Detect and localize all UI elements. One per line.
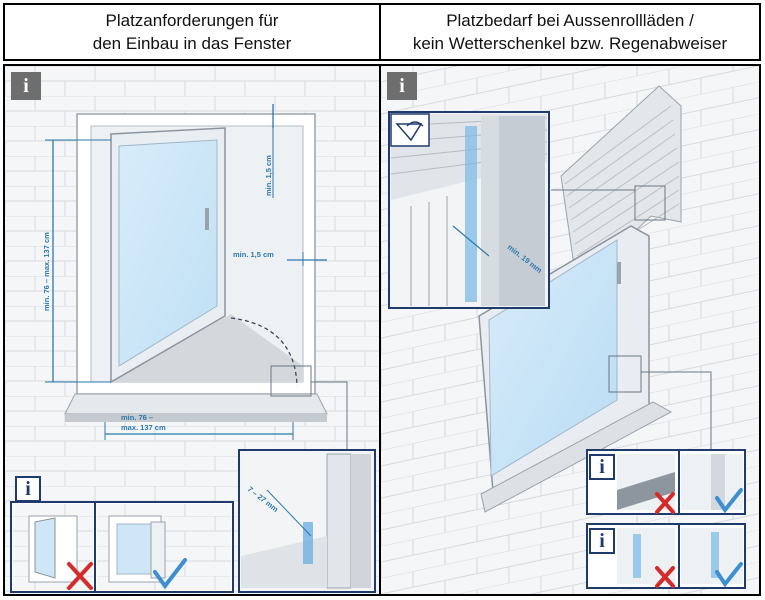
weather-bar — [617, 472, 675, 510]
right-small-info-icon-2: i — [589, 528, 615, 554]
right-illustration: min. 19 mm — [381, 66, 759, 594]
right-info-icon: i — [387, 72, 417, 100]
detail-gap-highlight — [303, 522, 313, 564]
top-gap-label: min. 1,5 cm — [264, 155, 273, 196]
right-header-line1: Platzbedarf bei Aussenrollläden / — [446, 11, 694, 30]
right-panel: min. 19 mm — [379, 64, 761, 596]
shutter-detail-marker — [634, 185, 666, 221]
left-check-icon — [153, 558, 187, 590]
sill-detail-marker — [608, 355, 642, 393]
right-header-line2: kein Wetterschenkel bzw. Regenabweiser — [412, 34, 728, 53]
right-cross-icon-2 — [655, 566, 675, 588]
side-gap-label: min. 1,5 cm — [233, 250, 274, 259]
left-small-info-icon: i — [15, 476, 41, 502]
swing-arc — [230, 317, 298, 387]
left-header-line2: den Einbau in das Fenster — [92, 34, 292, 53]
detail-marker — [270, 365, 312, 397]
left-cross-icon — [67, 562, 93, 590]
correct-sash — [116, 523, 154, 575]
detail-leader — [311, 381, 348, 450]
left-illustration: min. 76 – max. 137 cm min. 1,5 cm min. 1… — [5, 66, 379, 594]
wrong-sash — [34, 517, 56, 579]
window-handle-right — [617, 262, 621, 284]
shutter-gap-highlight — [465, 126, 477, 302]
window-glass — [488, 239, 618, 477]
detail-inset: 7 – 27 mm — [238, 449, 376, 593]
window-handle — [205, 208, 209, 230]
shutter-detail-inset: min. 19 mm — [388, 111, 550, 309]
shutter-slats — [564, 105, 680, 269]
width-dimension-label-2: max. 137 cm — [121, 423, 166, 432]
left-header: Platzanforderungen für den Einbau in das… — [3, 3, 381, 61]
right-cross-icon-1 — [655, 492, 675, 514]
reveal-floor — [109, 314, 303, 382]
sash-glass — [118, 139, 218, 367]
sill-edge — [65, 414, 327, 422]
window-sill-right — [480, 401, 673, 513]
left-info-icon: i — [11, 72, 41, 100]
sill-detail-leader — [641, 371, 712, 450]
right-small-info-icon-1: i — [589, 454, 615, 480]
right-check-icon-2 — [715, 562, 743, 588]
right-check-icon-1 — [715, 488, 743, 514]
height-dimension-label: min. 76 – max. 137 cm — [42, 232, 51, 311]
left-header-line1: Platzanforderungen für — [105, 11, 279, 30]
width-dimension-label-1: min. 76 – — [121, 413, 153, 422]
right-header: Platzbedarf bei Aussenrollläden / kein W… — [379, 3, 761, 61]
left-panel: min. 76 – max. 137 cm min. 1,5 cm min. 1… — [3, 64, 381, 596]
window-sill — [64, 393, 328, 415]
comparison-insets-left — [10, 501, 234, 593]
